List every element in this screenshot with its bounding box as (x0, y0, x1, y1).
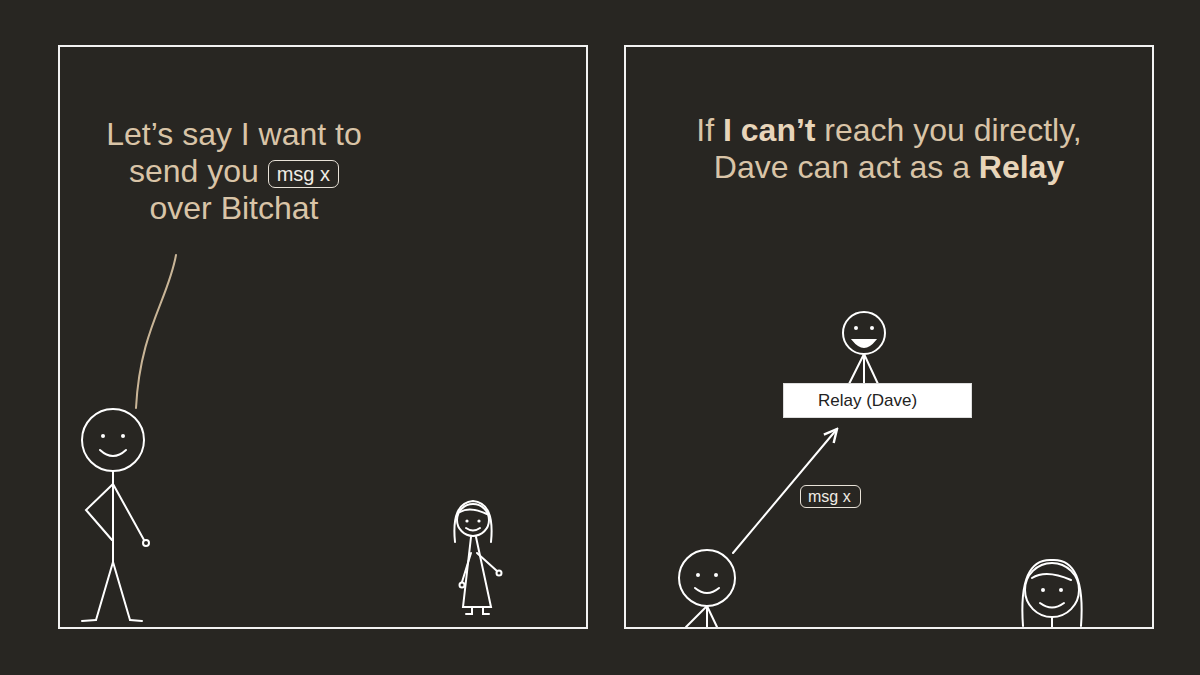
caption-text: over Bitchat (150, 190, 319, 226)
figure-arm (707, 606, 717, 627)
speech-line (136, 255, 176, 408)
figure-arm (864, 354, 878, 384)
figure-arm (686, 606, 707, 627)
figure-grin (853, 340, 875, 347)
figure-arm (849, 354, 864, 384)
figure-hand (497, 571, 502, 576)
figure-foot (130, 620, 142, 621)
panel-text: Let’s say I want to send you msg x over … (98, 116, 370, 227)
figure-smile (466, 528, 480, 531)
relay-box: Relay (Dave) (783, 383, 972, 418)
figure-head (82, 409, 144, 471)
figure-leg (96, 562, 113, 620)
figure-arm (462, 553, 471, 582)
caption-text: Relay (979, 149, 1064, 185)
figure-arm (86, 484, 113, 540)
figure-eye (465, 519, 468, 522)
figure-head (843, 312, 885, 354)
figure-hair (1022, 560, 1081, 626)
comic-panel: If I can’t reach you directly, Dave can … (624, 45, 1154, 629)
figure-body (1051, 617, 1053, 627)
figure-smile (695, 588, 719, 593)
node-label: Relay (Dave) (818, 391, 917, 410)
figure-eye (101, 434, 105, 438)
figure-fringe (1032, 574, 1071, 580)
panel-text: If I can’t reach you directly, Dave can … (669, 112, 1109, 186)
figure-eye (1041, 588, 1045, 592)
figure-leg (483, 607, 489, 614)
caption-text: If (696, 112, 714, 148)
figure-head (457, 504, 489, 536)
figure-eye (121, 434, 125, 438)
figure-eye (1059, 588, 1063, 592)
caption-text: I can’t (723, 112, 815, 148)
figure-foot (82, 620, 96, 621)
figure-fringe (460, 509, 487, 514)
figure-hair (454, 501, 491, 542)
figure-leg (113, 562, 130, 620)
figure-head (679, 550, 735, 606)
figure-eye (477, 519, 480, 522)
figure-body (863, 354, 865, 384)
figure-eye (870, 326, 874, 330)
figure-hand (143, 540, 149, 546)
figure-head (1025, 563, 1079, 617)
figure-dress (463, 537, 491, 607)
figure-smile (1040, 603, 1064, 608)
figure-hand (460, 583, 465, 588)
message-chip: msg x (800, 485, 861, 508)
figure-smile (100, 450, 126, 456)
node-label: msg x (277, 163, 330, 185)
stick-figures (82, 255, 1082, 627)
figure-arm (477, 553, 497, 571)
figure-eye (696, 573, 700, 577)
message-chip: msg x (268, 160, 339, 188)
figure-eye (714, 573, 718, 577)
node-label: msg x (808, 488, 851, 505)
figure-eye (854, 326, 858, 330)
figure-leg (466, 607, 472, 614)
comic-panel: Let’s say I want to send you msg x over … (58, 45, 588, 629)
figure-arm (113, 484, 144, 540)
